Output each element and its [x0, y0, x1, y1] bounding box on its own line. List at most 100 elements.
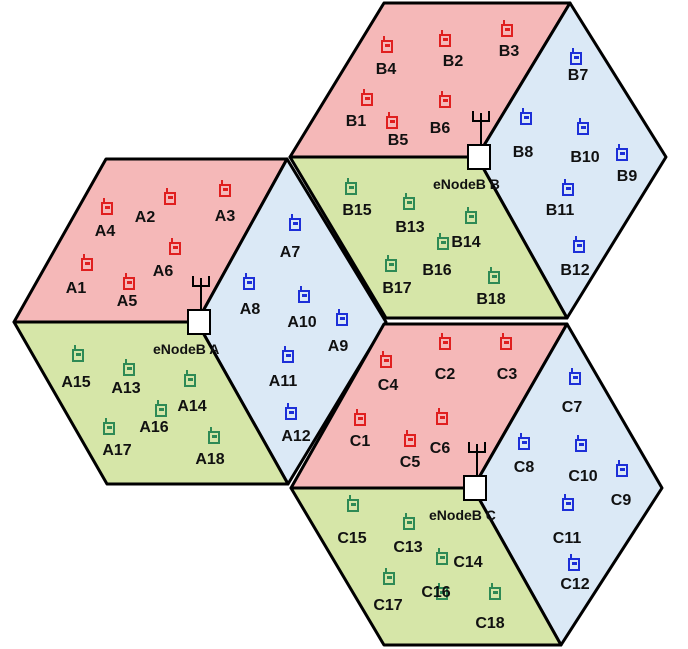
phone-icon	[403, 513, 415, 530]
phone-icon	[347, 495, 359, 512]
enodeb-c-label: eNodeB C	[429, 507, 496, 523]
phone-icon	[573, 236, 585, 253]
ue-label-a10: A10	[287, 314, 316, 331]
cell-b-sector-3	[288, 155, 569, 320]
ue-label-a8: A8	[240, 301, 261, 318]
phone-icon	[336, 309, 348, 326]
enodeb-box	[463, 475, 487, 501]
phone-icon	[437, 233, 449, 250]
ue-label-a15: A15	[61, 374, 90, 391]
ue-label-c16: C16	[421, 584, 450, 601]
phone-icon	[568, 554, 580, 571]
ue-label-c6: C6	[430, 440, 451, 457]
phone-icon	[354, 409, 366, 426]
ue-label-c1: C1	[350, 433, 371, 450]
ue-label-a9: A9	[328, 338, 349, 355]
phone-icon	[345, 178, 357, 195]
enodeb-b-label: eNodeB B	[433, 176, 500, 192]
phone-icon	[500, 333, 512, 350]
ue-label-c11: C11	[553, 530, 582, 547]
phone-icon	[386, 112, 398, 129]
ue-label-b16: B16	[422, 262, 451, 279]
phone-icon	[488, 267, 500, 284]
ue-label-a14: A14	[177, 398, 206, 415]
ue-label-b11: B11	[546, 202, 575, 219]
ue-label-a12: A12	[281, 428, 310, 445]
phone-icon	[439, 333, 451, 350]
enodeb-box	[187, 309, 211, 335]
phone-icon	[569, 368, 581, 385]
ue-label-b18: B18	[476, 291, 505, 308]
ue-label-a5: A5	[117, 293, 138, 310]
antenna-icon	[468, 442, 486, 476]
phone-icon	[123, 273, 135, 290]
ue-label-c18: C18	[475, 615, 504, 632]
phone-icon	[380, 351, 392, 368]
ue-label-b9: B9	[617, 168, 638, 185]
phone-icon	[385, 255, 397, 272]
phone-icon	[219, 180, 231, 197]
phone-icon	[298, 286, 310, 303]
phone-icon	[101, 198, 113, 215]
phone-icon	[243, 273, 255, 290]
phone-icon	[520, 108, 532, 125]
ue-label-b10: B10	[570, 149, 599, 166]
ue-label-a16: A16	[139, 419, 168, 436]
phone-icon	[577, 118, 589, 135]
phone-icon	[570, 48, 582, 65]
ue-label-a18: A18	[195, 451, 224, 468]
ue-label-c15: C15	[337, 530, 366, 547]
enodeb-box	[467, 144, 491, 170]
ue-label-b12: B12	[560, 262, 589, 279]
phone-icon	[184, 370, 196, 387]
phone-icon	[562, 179, 574, 196]
ue-label-b6: B6	[430, 120, 451, 137]
phone-icon	[103, 418, 115, 435]
ue-label-b8: B8	[513, 144, 534, 161]
phone-icon	[465, 207, 477, 224]
phone-icon	[289, 214, 301, 231]
cell-c-sector-3	[289, 486, 563, 647]
ue-label-b13: B13	[395, 219, 424, 236]
ue-label-b7: B7	[568, 67, 589, 84]
ue-label-c7: C7	[562, 399, 583, 416]
ue-label-c12: C12	[560, 576, 589, 593]
ue-label-a13: A13	[111, 380, 140, 397]
phone-icon	[575, 435, 587, 452]
phone-icon	[123, 359, 135, 376]
phone-icon	[501, 20, 513, 37]
ue-label-b15: B15	[342, 202, 371, 219]
enodeb-a-label: eNodeB A	[153, 341, 219, 357]
ue-label-b17: B17	[382, 280, 411, 297]
phone-icon	[436, 408, 448, 425]
ue-label-b14: B14	[451, 234, 480, 251]
phone-icon	[282, 346, 294, 363]
ue-label-c9: C9	[611, 492, 632, 509]
ue-label-a2: A2	[135, 209, 156, 226]
phone-icon	[361, 89, 373, 106]
ue-label-a11: A11	[269, 373, 298, 390]
phone-icon	[616, 460, 628, 477]
ue-label-b2: B2	[443, 53, 464, 70]
phone-icon	[72, 345, 84, 362]
phone-icon	[164, 188, 176, 205]
enodeb-layer: eNodeB A eNodeB B eNodeB C	[153, 111, 500, 523]
ue-label-c10: C10	[568, 468, 597, 485]
ue-label-c8: C8	[514, 459, 535, 476]
ue-label-c14: C14	[453, 554, 482, 571]
phone-icon	[285, 403, 297, 420]
ue-label-c5: C5	[400, 454, 421, 471]
phone-icon	[81, 254, 93, 271]
ue-label-c2: C2	[435, 366, 456, 383]
phone-icon	[439, 91, 451, 108]
antenna-icon	[192, 276, 210, 310]
ue-label-b1: B1	[346, 113, 367, 130]
phone-icon	[208, 427, 220, 444]
ue-label-c17: C17	[373, 597, 402, 614]
ue-label-a17: A17	[102, 442, 131, 459]
phone-icon	[439, 30, 451, 47]
phone-icon	[169, 238, 181, 255]
phone-icon	[518, 433, 530, 450]
